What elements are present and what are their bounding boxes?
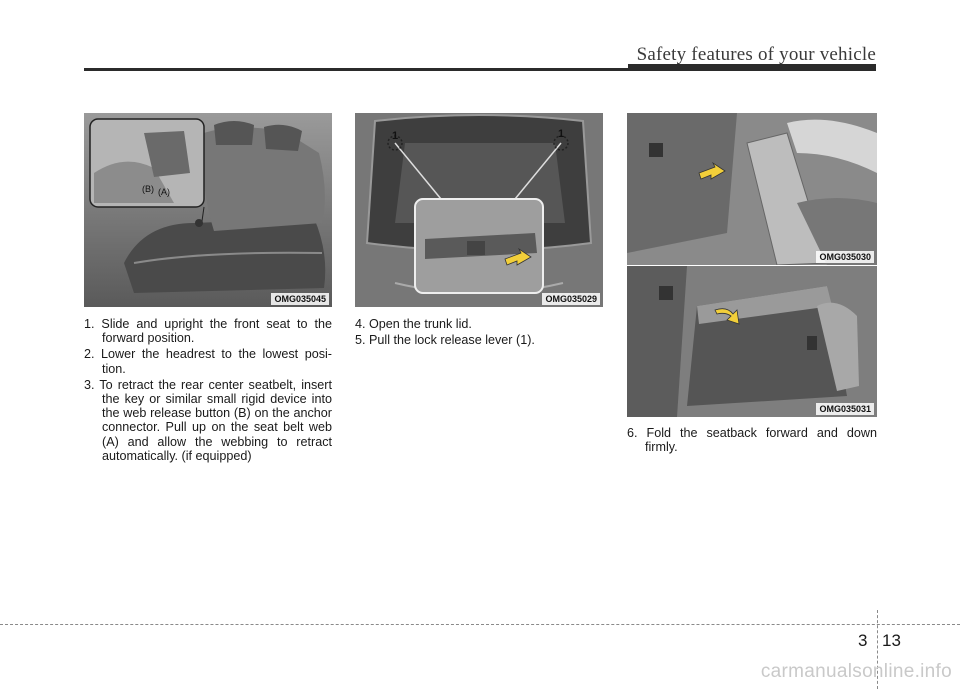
watermark: carmanualsonline.info: [760, 661, 952, 682]
footer-page-separator: [877, 610, 878, 689]
steps-left-column: 1. Slide and upright the front seat to t…: [84, 317, 332, 465]
label-b: (B): [142, 184, 154, 194]
callout-1-right: 1: [558, 128, 565, 140]
step-item: 1. Slide and upright the front seat to t…: [84, 317, 332, 346]
footer-divider: [0, 624, 960, 625]
figure-seatback-folded: OMG035031: [627, 266, 877, 417]
step-item: 5. Pull the lock release lever (1).: [355, 333, 535, 348]
step-item: 2. Lower the headrest to the lowest posi…: [84, 347, 332, 376]
figure-code: OMG035029: [542, 293, 600, 305]
figure-rear-seat: (B) (A) OMG035045: [84, 113, 332, 307]
seatback-illustration: [627, 113, 877, 265]
figure-code: OMG035045: [271, 293, 329, 305]
section-title: Safety features of your vehicle: [636, 44, 876, 65]
chapter-number: 3: [858, 631, 868, 650]
label-a: (A): [158, 187, 170, 197]
header-rule: [84, 68, 876, 71]
steps-middle-column: 4. Open the trunk lid. 5. Pull the lock …: [355, 317, 603, 349]
step-item: 6. Fold the seatback forward and down fi…: [627, 426, 877, 455]
figure-code: OMG035031: [816, 403, 874, 415]
figure-seatback-fold: OMG035030: [627, 113, 877, 265]
trunk-illustration: [355, 113, 603, 307]
header-rule-accent: [628, 64, 876, 71]
folded-seat-illustration: [627, 266, 877, 417]
steps-right-column: 6. Fold the seatback forward and down fi…: [627, 426, 877, 456]
rear-seat-illustration: [84, 113, 332, 307]
step-item: 3. To retract the rear center seatbelt, …: [84, 377, 332, 463]
page-number: 13: [882, 631, 901, 650]
step-item: 4. Open the trunk lid.: [355, 317, 472, 331]
callout-1-left: 1: [392, 130, 399, 142]
figure-trunk: 1 1 OMG035029: [355, 113, 603, 307]
figure-code: OMG035030: [816, 251, 874, 263]
